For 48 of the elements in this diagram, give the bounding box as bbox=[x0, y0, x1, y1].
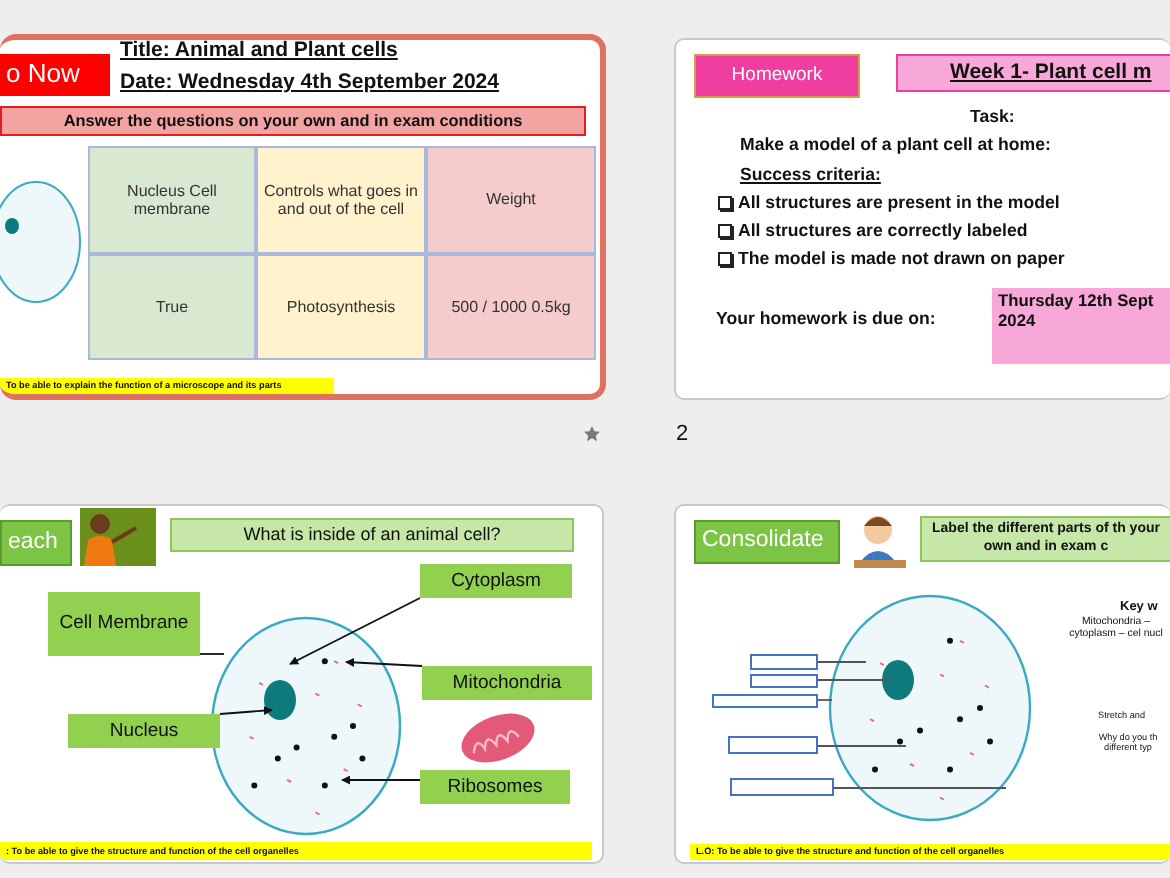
answer-box bbox=[712, 694, 818, 708]
text-label: All structures are correctly labeled bbox=[738, 220, 1028, 241]
answer-cell: Nucleus Cell membrane bbox=[88, 146, 256, 254]
label-tag: Ribosomes bbox=[420, 770, 570, 804]
answer-cell: Weight bbox=[426, 146, 596, 254]
text-label: The model is made not drawn on paper bbox=[738, 248, 1065, 269]
text-label: Make a model of a plant cell at home: bbox=[740, 134, 1051, 155]
slide-card bbox=[674, 504, 1170, 864]
leader-line bbox=[817, 679, 891, 681]
label-tag: Mitochondria bbox=[422, 666, 592, 700]
question-banner: What is inside of an animal cell? bbox=[170, 518, 574, 552]
heading-banner: Week 1- Plant cell m bbox=[896, 54, 1170, 92]
leader-line bbox=[817, 745, 907, 747]
answer-box bbox=[728, 736, 818, 754]
text-label: Your homework is due on: bbox=[716, 308, 936, 329]
text-label: 2 bbox=[676, 422, 689, 448]
leader-line bbox=[341, 775, 421, 785]
leader-line bbox=[817, 661, 867, 663]
title-tag: Consolidate bbox=[694, 520, 840, 564]
title-tag: each bbox=[0, 520, 72, 566]
leader-line bbox=[345, 657, 423, 667]
slide-card bbox=[0, 34, 606, 400]
text-label: Task: bbox=[970, 106, 1015, 127]
text-label: All structures are present in the model bbox=[738, 192, 1060, 213]
leader-line bbox=[289, 597, 421, 665]
animal-cell-drawing bbox=[828, 594, 1032, 822]
instruction-banner: Answer the questions on your own and in exam conditions bbox=[0, 106, 586, 136]
leader-line bbox=[219, 706, 273, 716]
title-tag: o Now bbox=[0, 54, 110, 96]
label-tag: Nucleus bbox=[68, 714, 220, 748]
slide-card bbox=[674, 38, 1170, 400]
text-label: Success criteria: bbox=[740, 164, 881, 185]
label-tag: Cytoplasm bbox=[420, 564, 572, 598]
answer-cell: Controls what goes in and out of the cell bbox=[256, 146, 426, 254]
answer-cell: 500 / 1000 0.5kg bbox=[426, 254, 596, 360]
text-label: Date: Wednesday 4th September 2024 bbox=[120, 70, 499, 95]
text-label: Title: Animal and Plant cells bbox=[120, 38, 398, 63]
answer-cell: True bbox=[88, 254, 256, 360]
date-banner: Thursday 12th Sept 2024 bbox=[992, 288, 1170, 364]
answer-box bbox=[750, 674, 818, 688]
answer-box bbox=[750, 654, 818, 670]
label-tag: Cell Membrane bbox=[48, 592, 200, 656]
title-tag: Homework bbox=[694, 54, 860, 98]
leader-line bbox=[833, 787, 1007, 789]
leader-line bbox=[199, 653, 225, 655]
answer-cell: Photosynthesis bbox=[256, 254, 426, 360]
answer-box bbox=[730, 778, 834, 796]
leader-line bbox=[817, 699, 833, 701]
